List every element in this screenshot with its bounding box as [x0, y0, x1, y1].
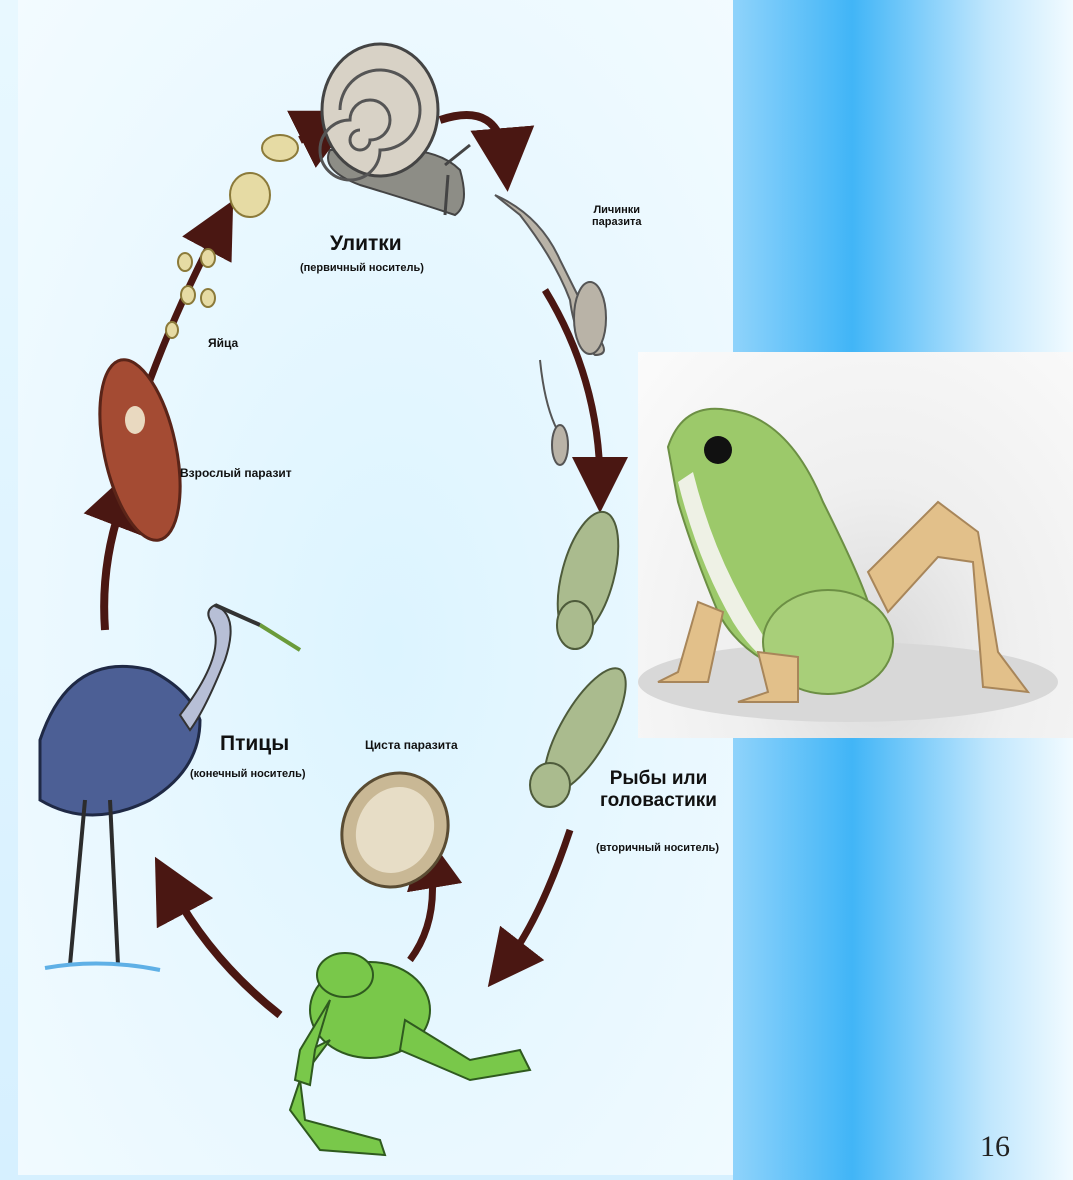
snail-illustration [320, 44, 470, 215]
label-fish-or-tadpoles: Рыбы или головастики [600, 768, 717, 812]
label-adult-parasite: Взрослый паразит [180, 466, 292, 480]
eggs-illustration [166, 135, 298, 338]
label-snails-subtitle: (первичный носитель) [300, 262, 424, 274]
label-cyst: Циста паразита [365, 738, 458, 752]
label-snails: Улитки [330, 232, 402, 256]
heron-illustration [40, 605, 300, 970]
larvae-illustration [495, 195, 606, 465]
frog-photo [638, 352, 1073, 738]
arrow-tadpole-to-frog [505, 830, 570, 965]
label-birds: Птицы [220, 732, 289, 756]
arrow-snail-to-larvae [440, 115, 505, 160]
green-frog-illustration [290, 953, 530, 1155]
cyst-illustration [323, 755, 466, 904]
tadpoles-illustration [529, 505, 641, 807]
label-birds-subtitle: (конечный носитель) [190, 768, 306, 780]
label-fish-subtitle: (вторичный носитель) [596, 842, 719, 854]
frog-photo-illustration [638, 352, 1073, 738]
page-number: 16 [980, 1130, 1010, 1164]
label-larvae: Личинки паразита [592, 204, 641, 228]
adult-parasite-illustration [86, 353, 195, 548]
arrow-bird-to-adult [104, 495, 125, 630]
label-eggs: Яйца [208, 336, 238, 350]
arrow-frog-to-bird [170, 885, 280, 1015]
